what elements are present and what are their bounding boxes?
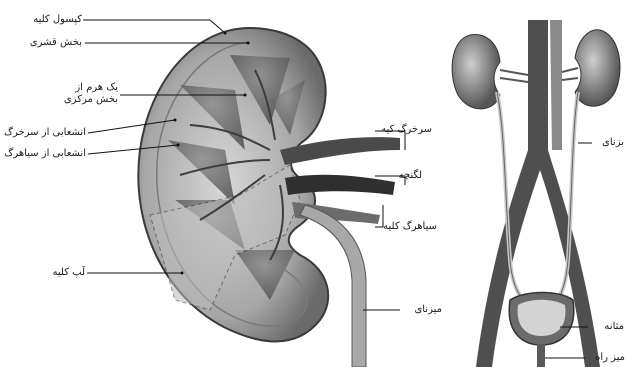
label-bladder: مثانه [590,321,624,333]
label-vein-branch: انشعابی از سیاهرگ [4,148,86,160]
kidney-right-small [575,30,620,106]
label-cortex: بخش قشری [18,37,82,49]
label-pyramid: یک هرم از بخش مرکزی [60,82,118,106]
vena-cava [550,20,562,150]
label-ureter-left: میزنای [402,304,442,316]
label-urethra: میز راه [587,352,625,364]
urinary-system [452,20,620,367]
kidney-section [138,28,400,367]
label-renal-pelvis: لَپ کلیه [30,267,85,279]
label-ureter-right: بزنای [594,137,624,149]
label-artery-branch: انشعابی از سرخرگ [4,127,86,139]
label-renal-artery: سرخرگ کیه [377,124,432,136]
urethra-shape [537,344,545,367]
label-renal-vein: سیاهرگ کلیه [377,221,437,233]
label-pelvis-fat: لگنچه [377,170,422,182]
label-renal-capsule: کپسول کلیه [18,14,82,26]
kidney-left-small [452,34,500,108]
